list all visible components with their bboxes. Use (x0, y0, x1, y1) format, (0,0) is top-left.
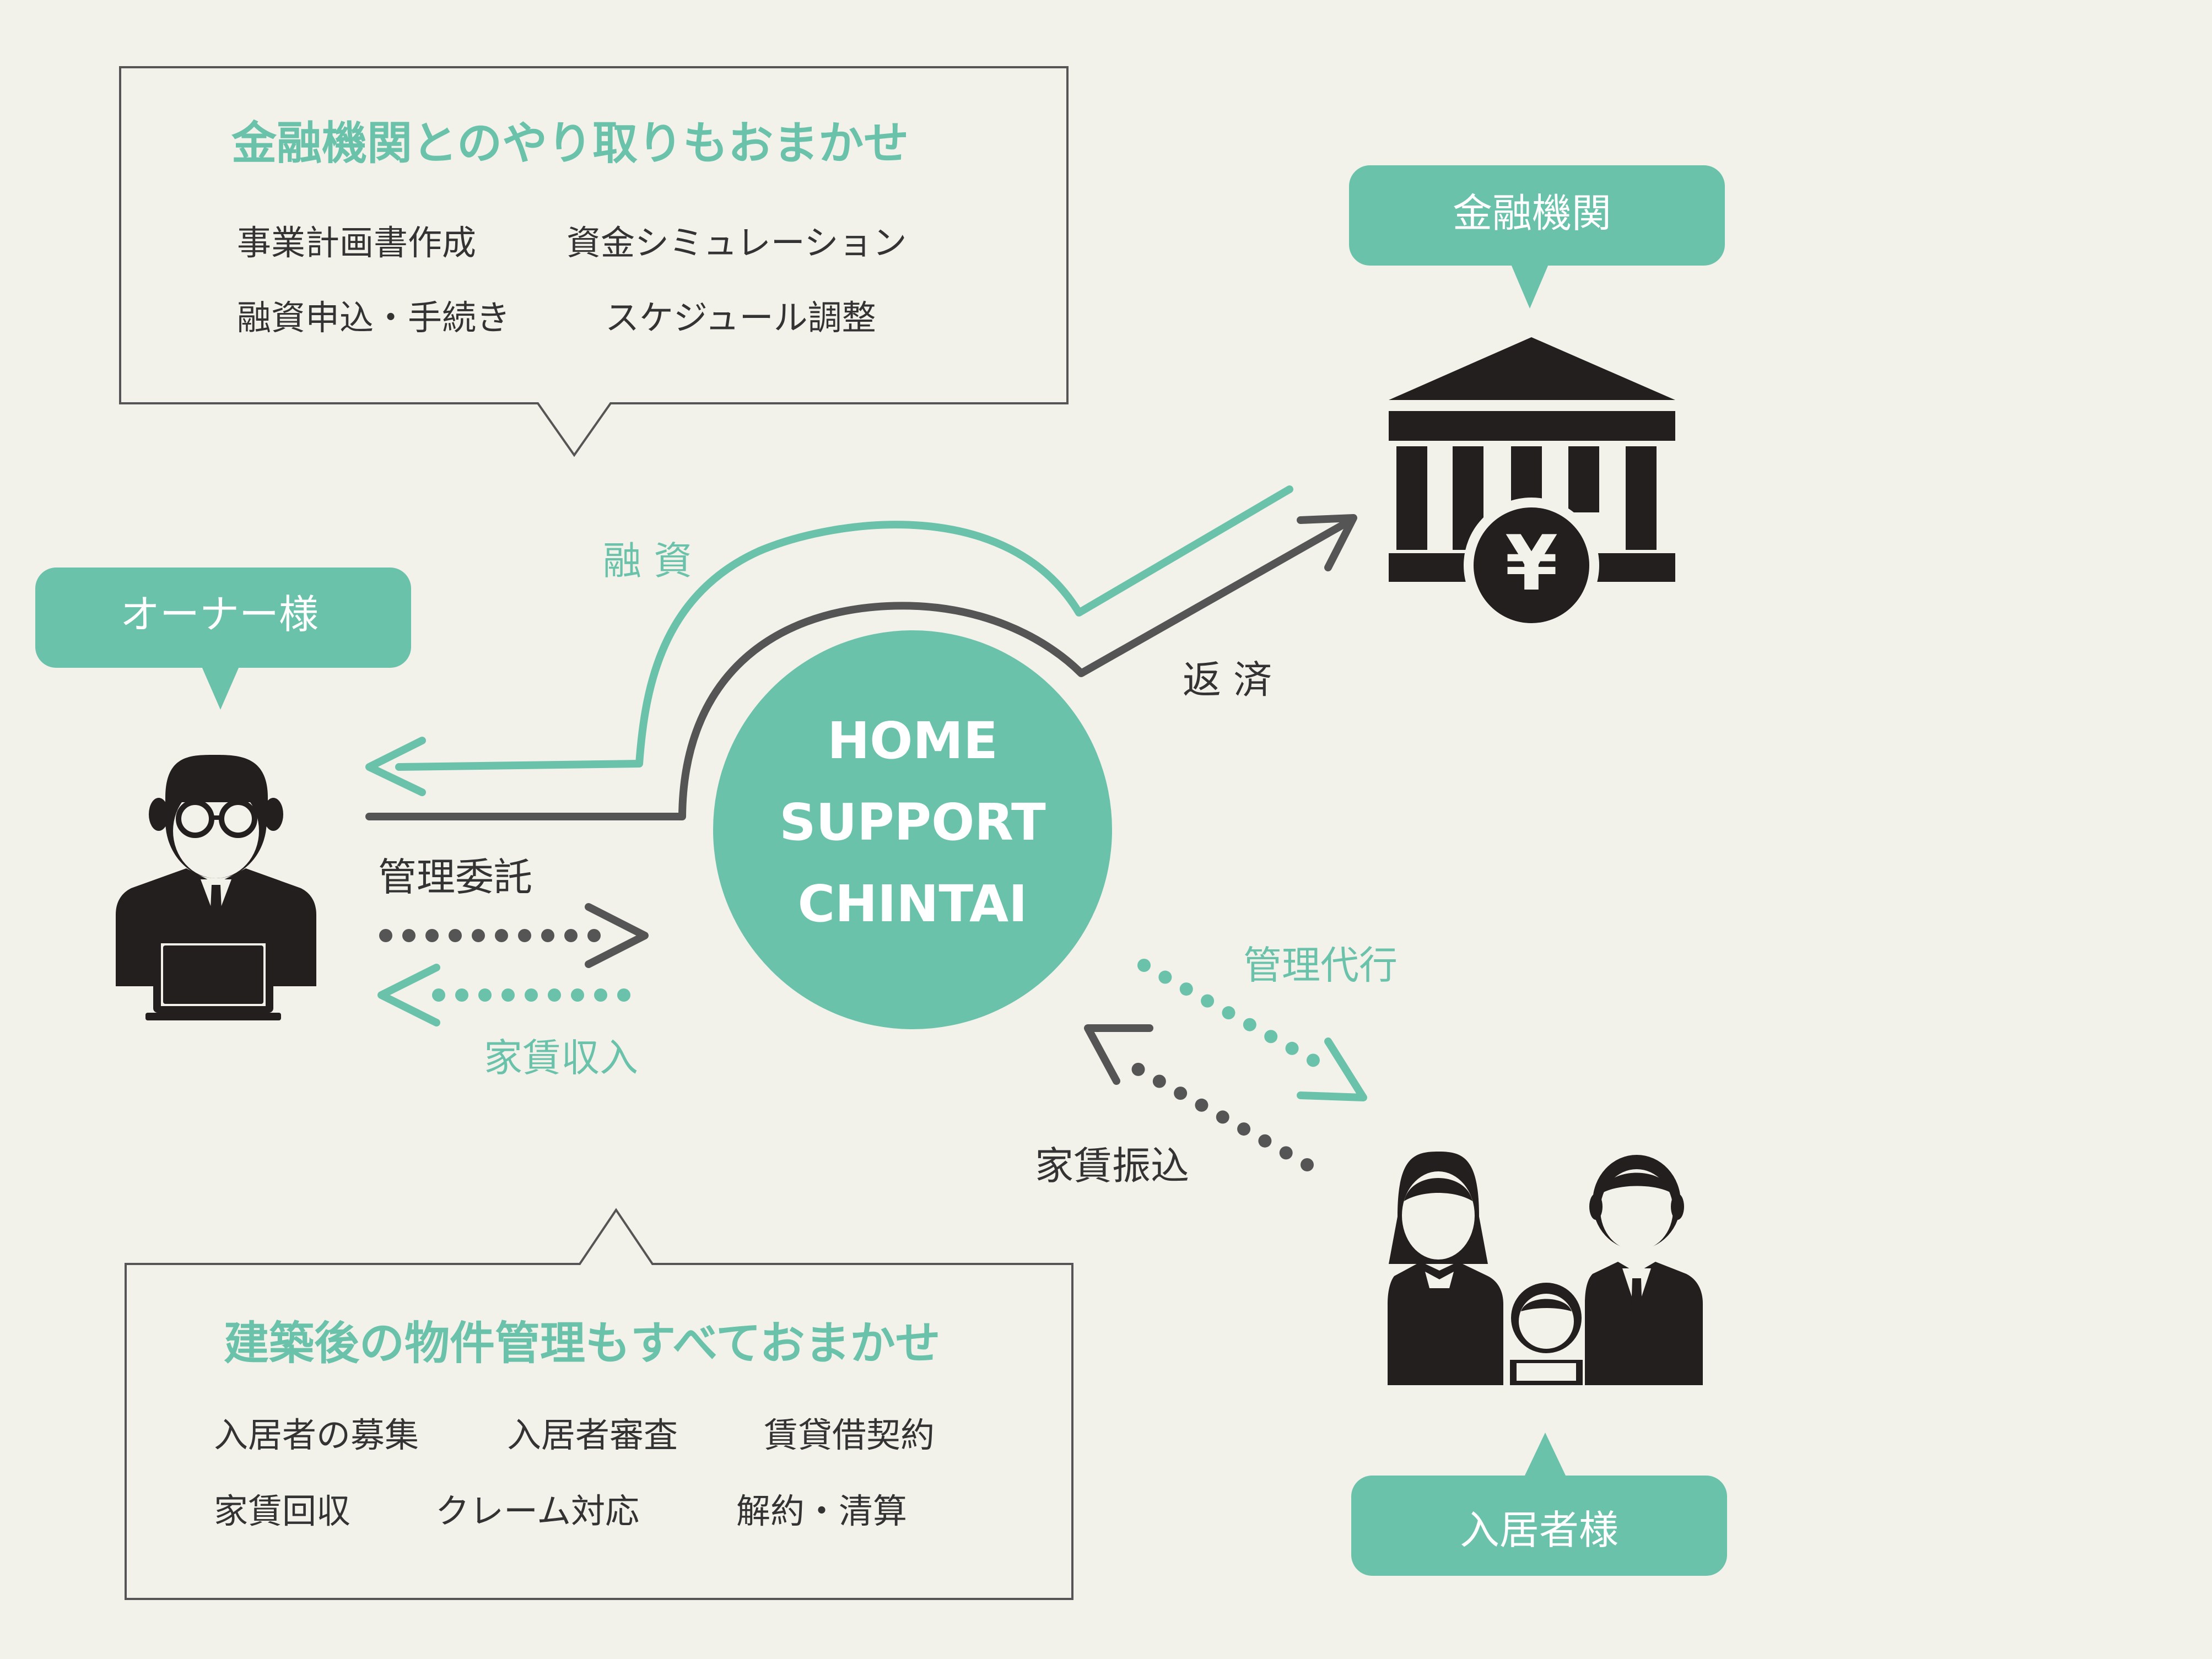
bank-yen-icon: ¥ (1389, 337, 1675, 633)
repayment-flow-arrow (365, 514, 1357, 820)
top-callout-item: 融資申込・手続き (237, 298, 510, 338)
loan-flow-arrow (365, 485, 1293, 796)
top-callout-box: 金融機関とのやり取りもおまかせ 事業計画書作成 資金シミュレーション 融資申込・… (119, 66, 1069, 457)
top-callout-title: 金融機関とのやり取りもおまかせ (231, 117, 909, 170)
rent-transfer-label: 家賃振込 (1035, 1143, 1189, 1188)
owner-label-bubble: オーナー様 (35, 568, 411, 710)
center-line-home: HOME (827, 711, 998, 770)
bottom-callout-item: 解約・清算 (736, 1491, 907, 1531)
rent-income-arrow (377, 964, 651, 1026)
businessman-laptop-icon (116, 755, 316, 1020)
yen-symbol: ¥ (1505, 519, 1558, 608)
center-line-chintai: CHINTAI (798, 874, 1028, 933)
bottom-callout-box: 建築後の物件管理もすべておまかせ 入居者の募集 入居者審査 賃貸借契約 家賃回収… (125, 1208, 1073, 1600)
bottom-callout-title: 建築後の物件管理もすべておまかせ (224, 1317, 941, 1370)
bottom-callout-item: 家賃回収 (214, 1491, 350, 1531)
repayment-label: 返 済 (1183, 657, 1272, 702)
management-agency-arrow (1137, 959, 1367, 1101)
tenant-label-bubble: 入居者様 (1351, 1433, 1727, 1576)
bottom-callout-item: 賃貸借契約 (764, 1415, 935, 1455)
bank-label: 金融機関 (1453, 190, 1611, 236)
bottom-callout-item: クレーム対応 (435, 1491, 639, 1531)
management-consignment-arrow (379, 903, 649, 968)
top-callout-item: 事業計画書作成 (237, 223, 476, 263)
home-support-chintai-circle: HOME SUPPORT CHINTAI (713, 630, 1112, 1029)
family-icon (1388, 1152, 1703, 1385)
top-callout-item: 資金シミュレーション (567, 223, 907, 263)
center-line-support: SUPPORT (779, 793, 1046, 852)
management-consignment-label: 管理委託 (378, 855, 532, 900)
bank-label-bubble: 金融機関 (1349, 165, 1725, 309)
loan-label: 融 資 (603, 538, 692, 583)
top-callout-item: スケジュール調整 (605, 298, 876, 338)
tenant-label: 入居者様 (1460, 1507, 1618, 1553)
rent-income-label: 家賃収入 (484, 1035, 638, 1080)
owner-label: オーナー様 (120, 591, 319, 637)
bottom-callout-item: 入居者の募集 (214, 1415, 419, 1455)
bottom-callout-item: 入居者審査 (507, 1415, 678, 1455)
management-agency-label: 管理代行 (1243, 943, 1398, 988)
rent-transfer-arrow (1084, 1024, 1314, 1171)
